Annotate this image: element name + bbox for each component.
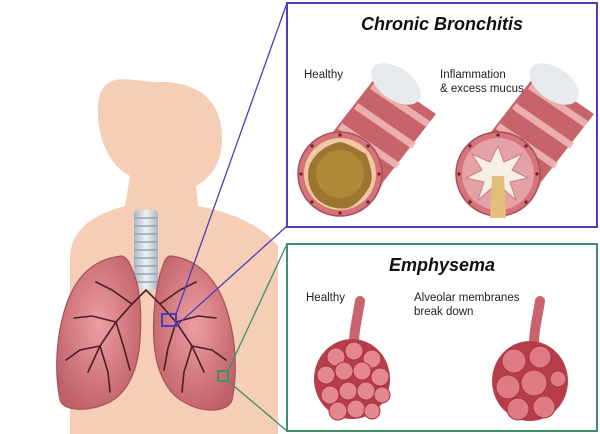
healthy-airway-label: Healthy xyxy=(304,69,343,81)
inflamed-airway-label-line2: & excess mucus xyxy=(440,83,524,95)
emphysema-connectors xyxy=(227,243,288,432)
healthy-alveoli-label: Healthy xyxy=(306,292,345,304)
healthy-airway xyxy=(297,63,436,217)
damaged-alveoli-label-line2: break down xyxy=(414,306,474,318)
alveoli-drawings xyxy=(314,296,568,421)
trachea xyxy=(134,210,158,290)
inflamed-airway-label-line1: Inflammation xyxy=(440,69,506,81)
chronic-bronchitis-panel: Chronic Bronchitis Healthy Inflammation … xyxy=(286,2,598,228)
bronchitis-marker xyxy=(161,313,177,327)
inflamed-airway xyxy=(455,63,594,218)
emphysema-title: Emphysema xyxy=(388,255,496,275)
emphysema-panel: Emphysema Healthy Alveolar membranes bre… xyxy=(286,243,598,432)
damaged-alveoli-label-line1: Alveolar membranes xyxy=(414,292,520,304)
bronchitis-connectors xyxy=(175,2,288,327)
damaged-alveoli xyxy=(492,296,568,421)
chronic-bronchitis-title: Chronic Bronchitis xyxy=(360,14,523,34)
left-lung xyxy=(56,255,142,410)
airway-drawings xyxy=(297,63,594,218)
healthy-alveoli xyxy=(314,296,391,421)
emphysema-marker xyxy=(217,370,229,382)
